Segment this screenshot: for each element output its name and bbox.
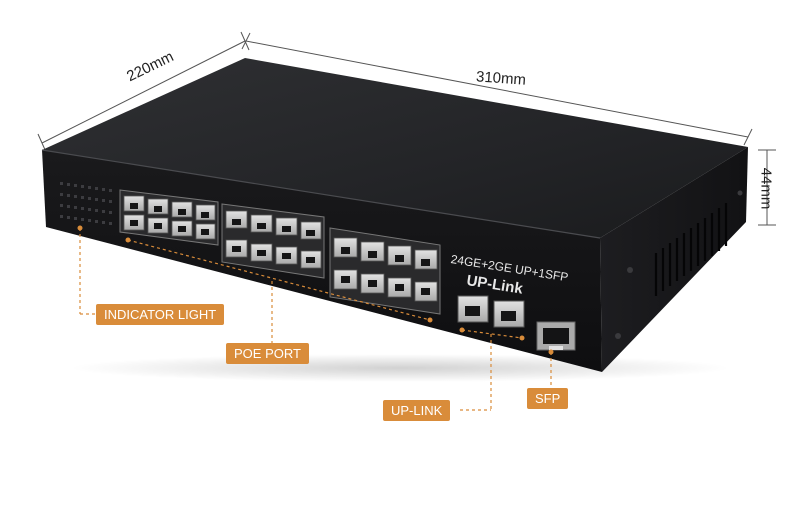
callout-dots — [77, 225, 554, 355]
side-vents — [654, 203, 728, 296]
poe-port-block-2 — [221, 203, 325, 279]
uplink-ports — [457, 295, 525, 328]
front-edge-highlight — [41, 149, 601, 239]
poe-port-block-3 — [329, 227, 441, 315]
indicator-lights — [60, 182, 112, 225]
side-screws — [615, 190, 743, 339]
chassis-top — [42, 58, 748, 238]
floor-shadow — [70, 354, 730, 382]
sfp-port — [536, 321, 576, 351]
poe-port-callout: POE PORT — [226, 343, 309, 364]
length-dimension-label: 310mm — [475, 68, 527, 89]
poe-port-block-1 — [119, 189, 219, 246]
dimension-lines — [37, 31, 776, 226]
uplink-callout: UP-LINK — [383, 400, 451, 421]
sfp-callout: SFP — [527, 388, 569, 409]
chassis-side — [600, 147, 748, 372]
indicator-light-callout: INDICATOR LIGHT — [96, 304, 225, 325]
callout-leaders — [79, 228, 552, 411]
height-dimension-label: 44mm — [757, 167, 775, 210]
